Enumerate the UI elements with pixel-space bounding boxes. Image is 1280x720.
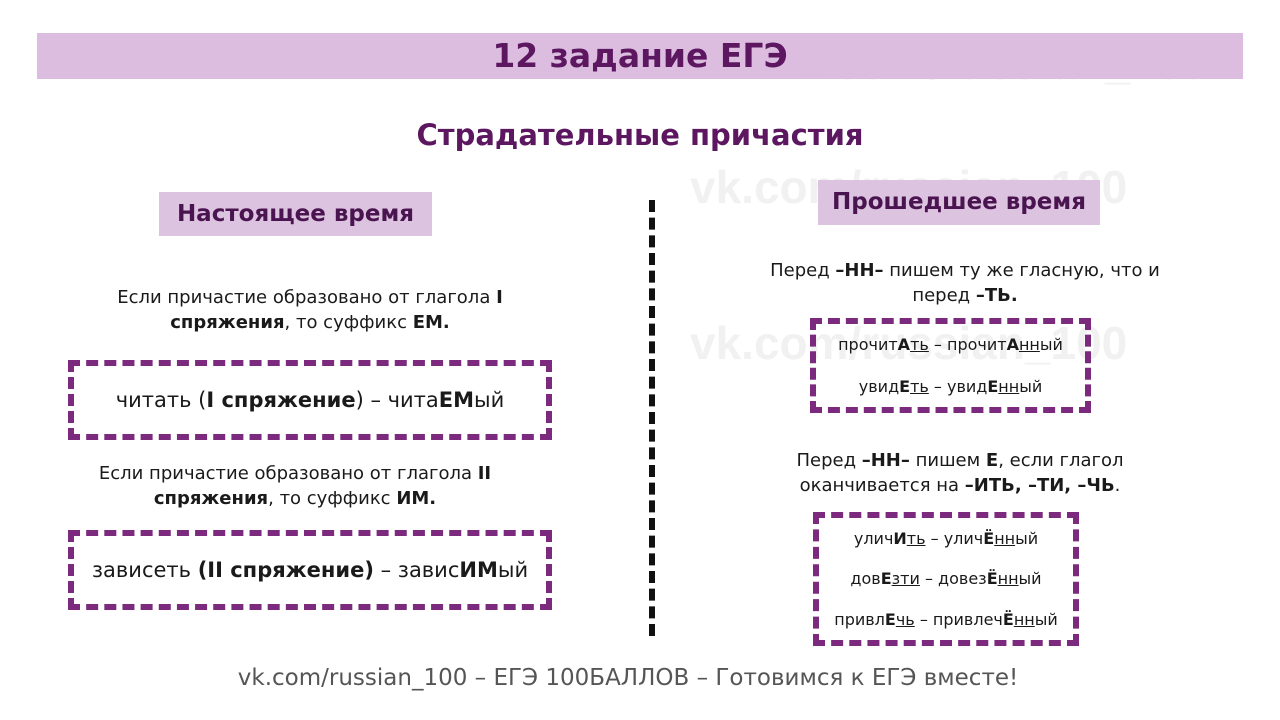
present-tense-header: Настоящее время: [159, 192, 432, 236]
text-segment: пишем ту же гласную, что и: [883, 260, 1160, 281]
text-segment: , то суффикс: [284, 312, 413, 333]
emphasis-text: спряжения: [153, 488, 269, 509]
underlined-text: нн: [1018, 335, 1040, 355]
emphasis-text: I спряжение: [206, 388, 356, 412]
emphasis-text: спряжения: [170, 312, 285, 333]
emphasis-text: ЕМ: [438, 388, 475, 412]
example-line: увидЕть – увидЕнный: [859, 377, 1042, 396]
emphasis-text: Е: [985, 450, 999, 471]
text-segment: ый: [1034, 610, 1058, 630]
underlined-text: нн: [1013, 610, 1035, 630]
emphasis-text: II: [477, 463, 492, 484]
text-segment: Если причастие образовано от глагола: [117, 287, 497, 308]
example-line: читать (I спряжение) – читаЕМый: [116, 388, 505, 412]
emphasis-text: Ё: [1002, 610, 1014, 630]
title-bar: [37, 33, 1243, 79]
emphasis-text: –ИТЬ, –ТИ, –ЧЬ: [964, 475, 1115, 496]
underlined-text: нн: [994, 528, 1016, 548]
text-segment: ый: [497, 558, 529, 582]
emphasis-text: И: [893, 528, 907, 548]
text-segment: читать (: [115, 388, 207, 412]
emphasis-text: А: [897, 335, 911, 355]
emphasis-text: Ё: [983, 528, 995, 548]
text-segment: , то суффикс: [268, 488, 397, 509]
emphasis-text: Е: [987, 376, 999, 396]
column-divider: [649, 200, 655, 636]
example-line: зависеть (II спряжение) – зависИМый: [92, 558, 528, 582]
example-line: уличИть – уличЁнный: [854, 529, 1038, 548]
underlined-text: чь: [895, 610, 915, 630]
emphasis-text: Ё: [986, 569, 998, 589]
rule-past-same-vowel: Перед –НН– пишем ту же гласную, что и пер…: [710, 258, 1220, 308]
example-box-second: зависеть (II спряжение) – зависИМый: [68, 530, 552, 610]
emphasis-text: –НН–: [835, 260, 884, 281]
emphasis-text: ЕМ.: [412, 312, 450, 333]
text-segment: – прочит: [928, 335, 1007, 355]
underlined-text: ть: [910, 376, 929, 396]
text-segment: , если глагол: [998, 450, 1124, 471]
text-segment: ый: [1019, 376, 1043, 396]
underlined-text: нн: [998, 376, 1020, 396]
text-segment: Перед: [796, 450, 862, 471]
emphasis-text: А: [1006, 335, 1019, 355]
text-segment: пишем: [909, 450, 986, 471]
text-segment: – привлеч: [914, 610, 1003, 630]
example-line: привлЕчь – привлечЁнный: [834, 610, 1058, 629]
example-box-same-vowel: прочитАть – прочитАнный увидЕть – увидЕн…: [810, 318, 1091, 413]
example-box-first: читать (I спряжение) – читаЕМый: [68, 360, 552, 440]
text-segment: – довез: [919, 569, 987, 589]
emphasis-text: I: [496, 287, 503, 308]
text-segment: улич: [853, 528, 894, 548]
rule-second-conjugation: Если причастие образовано от глагола II с…: [45, 461, 545, 511]
underlined-text: ть: [910, 335, 929, 355]
text-segment: – увид: [928, 376, 988, 396]
example-box-e: уличИть – уличЁнный довЕзти – довезЁнный…: [813, 512, 1079, 646]
text-segment: – завис: [373, 558, 460, 582]
emphasis-text: Е: [884, 610, 896, 630]
text-segment: оканчивается на: [799, 475, 965, 496]
text-segment: ый: [1015, 528, 1039, 548]
emphasis-text: Е: [880, 569, 892, 589]
emphasis-text: (II спряжение): [197, 558, 374, 582]
text-segment: ) – чита: [355, 388, 439, 412]
underlined-text: зти: [891, 569, 920, 589]
text-segment: привл: [834, 610, 885, 630]
emphasis-text: Е: [899, 376, 911, 396]
emphasis-text: –НН–: [861, 450, 910, 471]
watermark: vk.com/russian_100: [690, 317, 1128, 369]
rule-past-e: Перед –НН– пишем Е, если глагол оканчивае…: [700, 448, 1220, 498]
example-line: прочитАть – прочитАнный: [838, 335, 1063, 354]
text-segment: дов: [850, 569, 881, 589]
footer-text: vk.com/russian_100 – ЕГЭ 100БАЛЛОВ – Гот…: [237, 665, 1019, 691]
text-segment: – улич: [925, 528, 984, 548]
text-segment: увид: [858, 376, 900, 396]
text-segment: ый: [1039, 335, 1063, 355]
emphasis-text: ИМ.: [396, 488, 437, 509]
example-line: довЕзти – довезЁнный: [850, 569, 1041, 588]
text-segment: ый: [1018, 569, 1042, 589]
text-segment: .: [1114, 475, 1121, 496]
past-tense-header: Прошедшее время: [818, 180, 1100, 225]
text-segment: Перед: [770, 260, 836, 281]
text-segment: ый: [474, 388, 505, 412]
page-subtitle: Страдательные причастия: [416, 118, 864, 152]
underlined-text: ть: [906, 528, 926, 548]
text-segment: перед: [912, 285, 976, 306]
text-segment: зависеть: [91, 558, 198, 582]
page-title: 12 задание ЕГЭ: [492, 36, 788, 75]
emphasis-text: –ТЬ.: [975, 285, 1018, 306]
underlined-text: нн: [997, 569, 1019, 589]
text-segment: прочит: [838, 335, 898, 355]
emphasis-text: ИМ: [459, 558, 498, 582]
text-segment: Если причастие образовано от глагола: [98, 463, 478, 484]
